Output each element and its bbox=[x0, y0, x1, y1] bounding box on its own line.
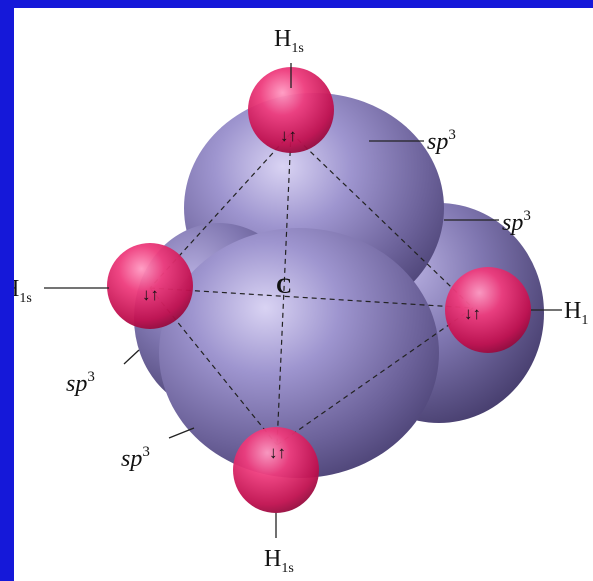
hydrogen-label-left: H1s bbox=[14, 276, 32, 306]
orbital-label-right: sp3 bbox=[502, 208, 531, 236]
orbital-label-left: sp3 bbox=[66, 369, 95, 397]
hydrogen-label-top: H1s bbox=[274, 26, 304, 56]
methane-orbital-diagram: C ↓↑ ↓↑ ↓↑ ↓↑ H1s H1s H1 H1s sp3 sp3 sp3… bbox=[14, 8, 593, 581]
hydrogen-label-right: H1 bbox=[564, 298, 588, 328]
hydrogen-sphere-bottom bbox=[233, 427, 319, 513]
center-atom-label: C bbox=[276, 273, 292, 298]
orbital-label-upper-right: sp3 bbox=[427, 127, 456, 155]
electron-pair-right: ↓↑ bbox=[464, 304, 481, 323]
electron-pair-top: ↓↑ bbox=[280, 126, 297, 145]
orbital-label-lower-left: sp3 bbox=[121, 444, 150, 472]
electron-pair-bottom: ↓↑ bbox=[269, 443, 286, 462]
hydrogen-label-bottom: H1s bbox=[264, 546, 294, 576]
electron-pair-left: ↓↑ bbox=[142, 285, 159, 304]
diagram-frame: C ↓↑ ↓↑ ↓↑ ↓↑ H1s H1s H1 H1s sp3 sp3 sp3… bbox=[14, 8, 593, 581]
hydrogen-sphere-right bbox=[445, 267, 531, 353]
